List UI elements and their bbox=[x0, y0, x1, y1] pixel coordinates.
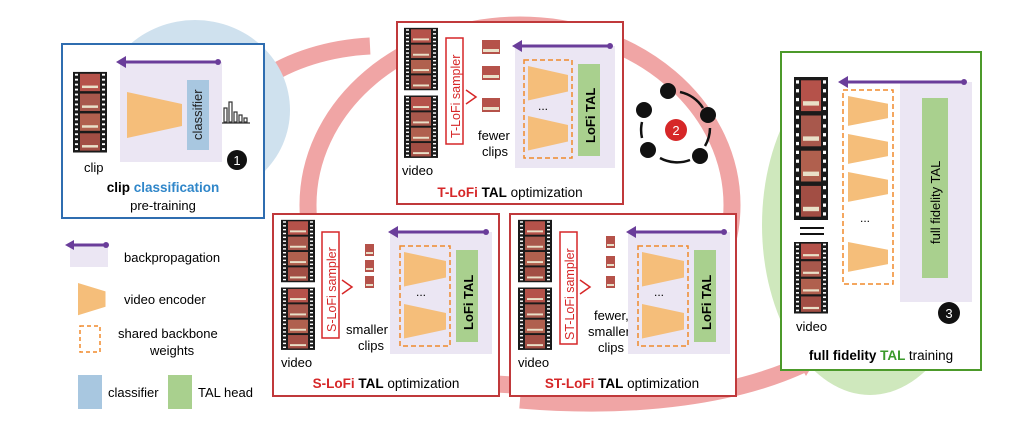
legend-classifier-swatch bbox=[78, 375, 102, 409]
st-lofi-sampler-arrow bbox=[579, 279, 592, 295]
s-lofi-output-line2: clips bbox=[358, 338, 385, 353]
st-lofi-sampler-box bbox=[559, 231, 578, 345]
stage1-clip-filmstrip bbox=[73, 71, 107, 153]
t-lofi-output-line2: clips bbox=[482, 144, 509, 159]
st-lofi-caption: ST-LoFi TAL optimization bbox=[545, 376, 699, 391]
stage3-tal-head bbox=[922, 98, 948, 278]
t-lofi-head-label: LoFi TAL bbox=[583, 88, 598, 143]
st-lofi-clip-thumb-1 bbox=[606, 236, 615, 248]
stage3-head-label: full fidelity TAL bbox=[928, 161, 943, 244]
stage1-clip-classification: classifier clip 1 clip classification pr… bbox=[61, 20, 290, 219]
st-lofi-clip-thumb-2 bbox=[606, 256, 615, 268]
t-lofi-output-line1: fewer bbox=[478, 128, 510, 143]
s-lofi-sampler-box bbox=[321, 231, 340, 339]
st-lofi-video-filmstrip-bottom bbox=[518, 287, 552, 350]
cycle-to-stage3-arrow bbox=[519, 354, 812, 412]
stage3-ellipsis: ... bbox=[860, 211, 870, 225]
t-lofi-video-filmstrip-top bbox=[404, 27, 438, 91]
legend-backprop-label: backpropagation bbox=[124, 250, 220, 265]
stage3-backprop-arrow bbox=[838, 76, 967, 88]
s-lofi-head-label: LoFi TAL bbox=[461, 275, 476, 330]
stage1-backprop-arrow bbox=[116, 56, 221, 68]
t-lofi-caption: T-LoFi TAL optimization bbox=[437, 185, 582, 200]
t-lofi-sampler-label: T-LoFi sampler bbox=[449, 55, 463, 138]
st-lofi-clip-thumb-3 bbox=[606, 276, 615, 288]
t-lofi-clip-thumb-1 bbox=[482, 40, 500, 54]
step2-number: 2 bbox=[672, 123, 679, 138]
s-lofi-tal-head bbox=[456, 250, 478, 342]
t-lofi-backprop-arrow bbox=[512, 40, 613, 52]
stage1-caption-line2: pre-training bbox=[130, 198, 196, 213]
st-lofi-output-line3: clips bbox=[598, 340, 625, 355]
st-lofi-shared-weights bbox=[637, 245, 689, 347]
stage3-caption: full fidelity TAL training bbox=[809, 348, 953, 363]
legend-backprop-swatch bbox=[65, 240, 109, 267]
stage3-video-filmstrip-bottom bbox=[794, 242, 828, 314]
stage3-step-number: 3 bbox=[945, 306, 952, 321]
s-lofi-backprop-arrow bbox=[388, 226, 489, 238]
legend-tal-label: TAL head bbox=[198, 385, 253, 400]
stage3-shared-weights bbox=[842, 89, 894, 285]
s-lofi-caption: S-LoFi TAL optimization bbox=[313, 376, 460, 391]
legend-encoder-label: video encoder bbox=[124, 292, 206, 307]
s-lofi-video-filmstrip-top bbox=[281, 219, 315, 283]
t-lofi-tal-head bbox=[578, 64, 600, 156]
t-lofi-clip-thumb-3 bbox=[482, 98, 500, 112]
st-lofi-head-label: LoFi TAL bbox=[699, 275, 714, 330]
s-lofi-sampler-arrow bbox=[341, 279, 354, 295]
stage3-step-badge bbox=[938, 302, 960, 324]
st-lofi-backprop-arrow bbox=[626, 226, 727, 238]
st-lofi-ellipsis: ... bbox=[654, 285, 664, 299]
legend-shared-label-2: weights bbox=[149, 343, 195, 358]
legend-tal-swatch bbox=[168, 375, 192, 409]
stage3-full-fidelity: video ... full fidelity TAL 3 full fidel… bbox=[762, 51, 982, 395]
stage1-caption: clip classification bbox=[107, 180, 220, 195]
t-lofi-ellipsis: ... bbox=[538, 99, 548, 113]
s-lofi-clip-thumb-3 bbox=[365, 276, 374, 288]
s-lofi-video-label: video bbox=[281, 355, 312, 370]
st-lofi-sampler-label: ST-LoFi sampler bbox=[563, 248, 577, 340]
st-lofi-panel: video ST-LoFi sampler fewer, smaller cli… bbox=[509, 213, 737, 397]
s-lofi-sampler-label: S-LoFi sampler bbox=[325, 247, 339, 332]
legend-shared-label-1: shared backbone bbox=[118, 326, 218, 341]
legend-classifier-label: classifier bbox=[108, 385, 159, 400]
t-lofi-video-filmstrip-bottom bbox=[404, 95, 438, 158]
st-lofi-video-filmstrip-top bbox=[518, 219, 552, 283]
stage1-step-number: 1 bbox=[233, 153, 240, 168]
s-lofi-ellipsis: ... bbox=[416, 285, 426, 299]
st-lofi-tal-head bbox=[694, 250, 716, 342]
legend-shared-swatch bbox=[79, 325, 101, 353]
stage1-step-badge bbox=[227, 150, 247, 170]
st-lofi-output-line1: fewer, bbox=[594, 308, 629, 323]
s-lofi-clip-thumb-2 bbox=[365, 260, 374, 272]
t-lofi-sampler-arrow bbox=[465, 89, 478, 105]
stage1-clip-label: clip bbox=[84, 160, 104, 175]
st-lofi-output-line2: smaller bbox=[588, 324, 631, 339]
s-lofi-clip-thumb-1 bbox=[365, 244, 374, 256]
stage3-separator bbox=[800, 227, 824, 235]
stage3-video-filmstrip-top bbox=[794, 77, 828, 220]
st-lofi-video-label: video bbox=[518, 355, 549, 370]
t-lofi-panel: video T-LoFi sampler fewer clips ... LoF… bbox=[396, 21, 624, 205]
legend-encoder-swatch bbox=[78, 283, 106, 316]
t-lofi-clip-thumb-2 bbox=[482, 66, 500, 80]
stage1-classifier-label: classifier bbox=[190, 89, 205, 140]
t-lofi-shared-weights bbox=[523, 59, 573, 159]
s-lofi-panel: video S-LoFi sampler smaller clips ... L… bbox=[272, 213, 500, 397]
histogram-icon bbox=[222, 101, 250, 124]
s-lofi-output-line1: smaller bbox=[346, 322, 389, 337]
s-lofi-video-filmstrip-bottom bbox=[281, 287, 315, 350]
stage3-video-label: video bbox=[796, 319, 827, 334]
step2-badge bbox=[665, 119, 687, 141]
stage1-classifier-head bbox=[187, 80, 209, 150]
t-lofi-video-label: video bbox=[402, 163, 433, 178]
legend: backpropagation video encoder shared bac… bbox=[65, 240, 253, 409]
t-lofi-sampler-box bbox=[445, 37, 464, 145]
s-lofi-shared-weights bbox=[399, 245, 451, 347]
step2-cycle-icon: 2 bbox=[636, 83, 716, 164]
